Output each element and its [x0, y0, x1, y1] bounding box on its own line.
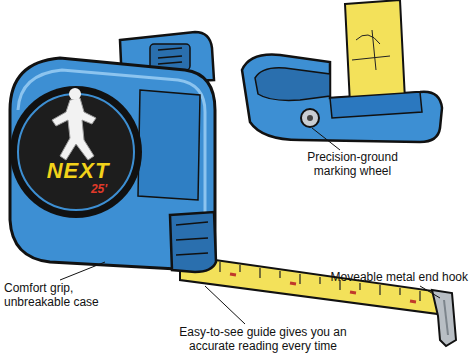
tape-case [10, 32, 216, 272]
leader-line [312, 128, 340, 150]
callout-label: Precision-ground marking wheel [290, 150, 415, 178]
callout-label: Comfort grip, unbreakable case [4, 281, 114, 309]
brand-name: NEXT [28, 158, 128, 184]
leader-line [420, 286, 440, 298]
size-mark: 25' [74, 182, 124, 196]
tape-blade [180, 255, 440, 314]
callout-label: Easy-to-see guide gives you an accurate … [178, 325, 348, 353]
callout-label: Moveable metal end hook [330, 270, 468, 284]
leader-lines [60, 128, 440, 324]
marking-wheel-inset [242, 0, 442, 142]
leader-line [60, 262, 105, 280]
leader-line [205, 286, 245, 324]
end-hook [432, 290, 456, 346]
